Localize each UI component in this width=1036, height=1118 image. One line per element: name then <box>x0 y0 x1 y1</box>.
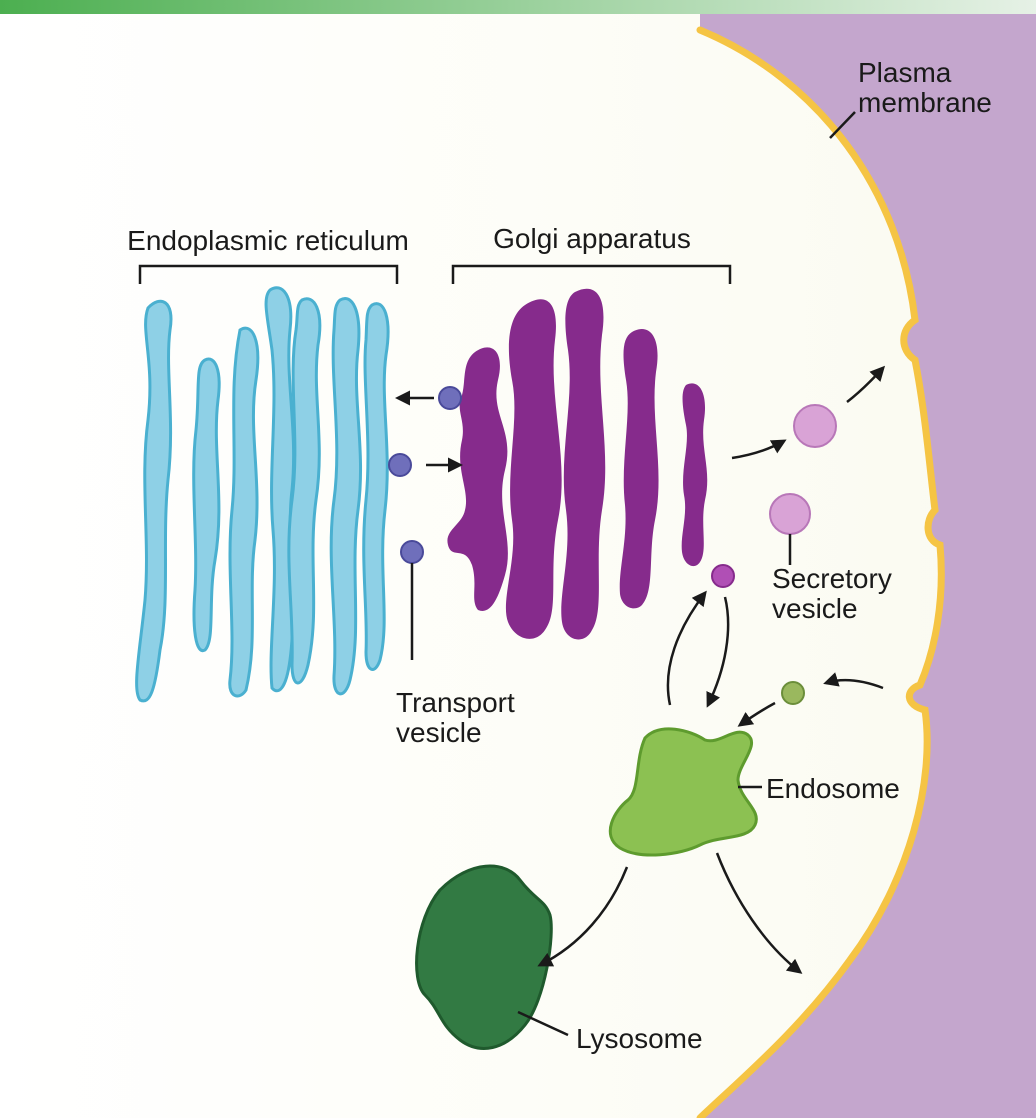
plasma-membrane <box>696 26 945 1118</box>
er-bracket <box>138 264 399 284</box>
plasma-membrane-label: Plasma membrane <box>858 57 992 118</box>
er-label: Endoplasmic reticulum <box>127 225 409 256</box>
secretory-vesicle-label: Secretory vesicle <box>772 563 900 624</box>
endoplasmic-reticulum <box>135 286 390 703</box>
header-bar <box>0 0 1036 14</box>
transport-vesicle-3 <box>400 540 424 564</box>
golgi-bracket <box>451 264 732 284</box>
arrow-endosome-to-golgi <box>666 590 707 706</box>
arrow-endosome-to-lysosome <box>537 866 629 967</box>
arrow-endocytosis <box>823 672 884 690</box>
arrow-endosome-to-membrane <box>715 852 803 974</box>
arrow-secretion <box>846 365 886 403</box>
lysosome <box>415 864 553 1050</box>
lysosome-label: Lysosome <box>576 1023 703 1054</box>
arrow-vesicle-to-endosome <box>737 701 776 727</box>
plasma-membrane-pointer <box>829 111 856 139</box>
secretory-vesicle-1 <box>793 404 837 448</box>
golgi-apparatus <box>447 288 708 640</box>
secretory-vesicles <box>769 404 837 535</box>
secretory-vesicle-2 <box>769 493 811 535</box>
golgi-vesicle <box>711 564 735 588</box>
endocytic-vesicle <box>781 681 805 705</box>
pointer-lines <box>410 111 856 1037</box>
transport-vesicles <box>388 386 462 564</box>
transport-vesicle-2 <box>388 453 412 477</box>
extracellular-space <box>700 14 1036 1118</box>
endosome-label: Endosome <box>766 773 900 804</box>
arrow-golgi-to-endosome <box>706 596 730 708</box>
transport-vesicle-label: Transport vesicle <box>396 687 523 748</box>
golgi-label: Golgi apparatus <box>493 223 691 254</box>
transport-vesicle-1 <box>438 386 462 410</box>
lysosome-pointer <box>517 1010 569 1037</box>
arrows <box>395 365 886 974</box>
arrow-golgi-to-secretory <box>731 439 787 460</box>
endosome <box>608 727 758 857</box>
